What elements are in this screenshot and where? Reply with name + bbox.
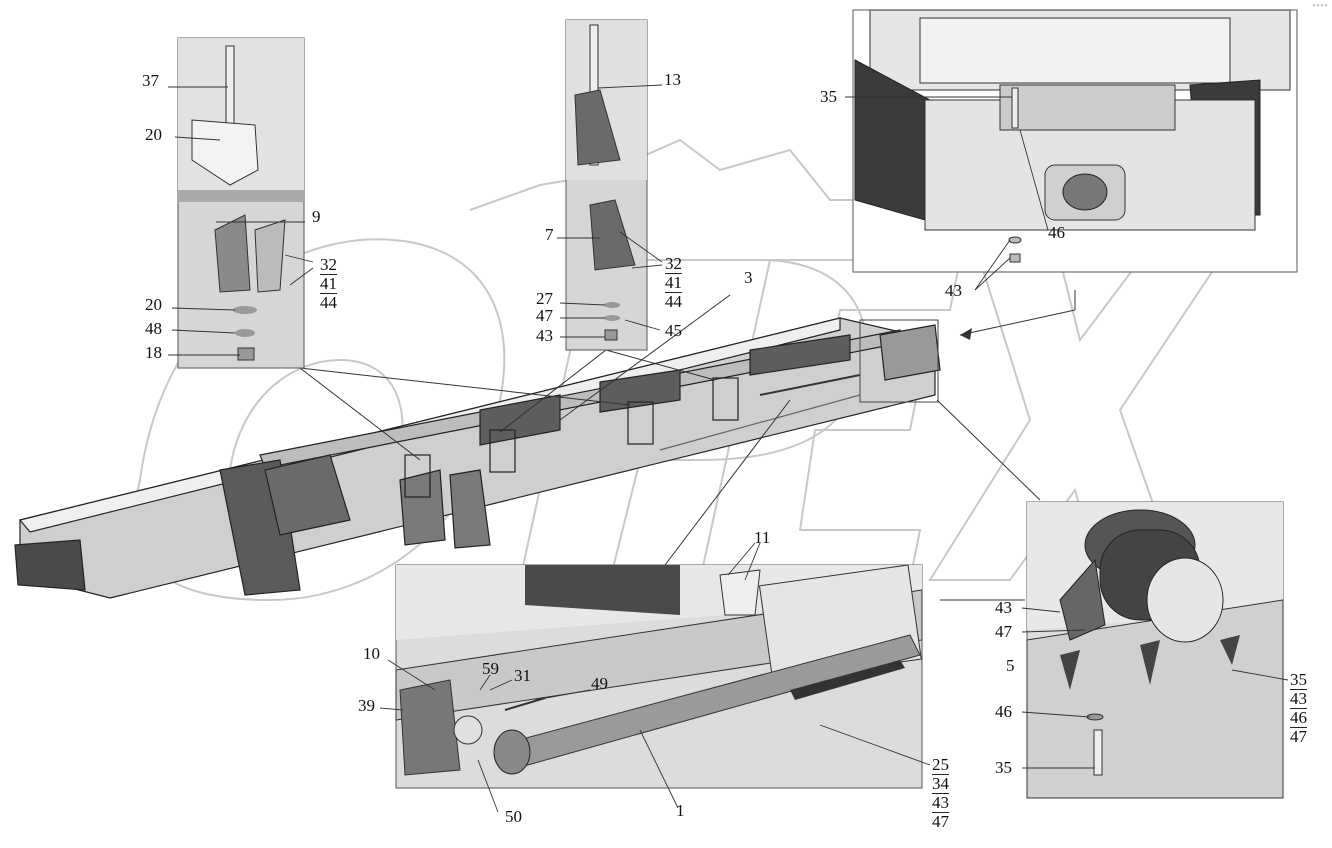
callout-59: 59	[482, 659, 499, 678]
panel-bottom-right-art	[1026, 501, 1284, 799]
panel-bottom-middle-art	[395, 564, 923, 789]
callout-20b: 20	[145, 295, 162, 314]
stack-item: 41	[665, 273, 682, 292]
callout-stack-top-middle: 32 41 44	[665, 255, 682, 311]
callout-5: 5	[1006, 656, 1015, 675]
callout-3: 3	[744, 268, 753, 287]
callout-43: 43	[536, 326, 553, 345]
callout-48: 48	[145, 319, 162, 338]
callout-31: 31	[514, 666, 531, 685]
connector-lines	[299, 290, 1076, 601]
stack-item: 25	[932, 755, 949, 774]
callout-49: 49	[591, 674, 608, 693]
callout-9: 9	[312, 207, 321, 226]
callout-13: 13	[664, 70, 681, 89]
stack-item: 44	[320, 293, 337, 312]
stack-item: 43	[1290, 689, 1307, 708]
stack-item: 46	[1290, 708, 1307, 727]
callout-stack-top-left: 32 41 44	[320, 256, 337, 312]
callout-39: 39	[358, 696, 375, 715]
callout-46: 46	[995, 702, 1012, 721]
panel-top-middle-art	[565, 19, 648, 351]
callout-43: 43	[945, 281, 962, 300]
arrowhead	[960, 328, 972, 340]
callout-20: 20	[145, 125, 162, 144]
callout-37: 37	[142, 71, 159, 90]
label-leaders	[168, 84, 1289, 813]
stack-item: 35	[1290, 670, 1307, 689]
stack-item: 47	[932, 812, 949, 831]
stack-item: 43	[932, 793, 949, 812]
stack-item: 41	[320, 274, 337, 293]
callout-43: 43	[995, 598, 1012, 617]
callout-47: 47	[536, 306, 553, 325]
stack-item: 47	[1290, 727, 1307, 746]
callout-50: 50	[505, 807, 522, 826]
callout-10: 10	[363, 644, 380, 663]
stack-item: 32	[320, 255, 337, 274]
callout-46: 46	[1048, 223, 1065, 242]
panel-top-right-art	[852, 9, 1298, 273]
callout-1: 1	[676, 801, 685, 820]
callout-35: 35	[995, 758, 1012, 777]
stack-item: 45	[665, 321, 682, 340]
stack-item: 32	[665, 254, 682, 273]
stack-item: 34	[932, 774, 949, 793]
callout-18: 18	[145, 343, 162, 362]
callout-11: 11	[754, 528, 771, 547]
callout-stack-bottom-right: 35 43 46 47	[1290, 671, 1307, 746]
detail-box	[859, 319, 939, 403]
callout-stack-top-middle-b: 45	[665, 322, 682, 340]
chassis-frame	[14, 317, 941, 599]
corner-mark: °°°°	[1312, 3, 1328, 12]
callout-stack-bottom-middle: 25 34 43 47	[932, 756, 949, 831]
callout-35: 35	[820, 87, 837, 106]
callout-7: 7	[545, 225, 554, 244]
panel-top-left-art	[177, 37, 305, 369]
callout-27: 27	[536, 289, 553, 308]
stack-item: 44	[665, 292, 682, 311]
callout-47: 47	[995, 622, 1012, 641]
